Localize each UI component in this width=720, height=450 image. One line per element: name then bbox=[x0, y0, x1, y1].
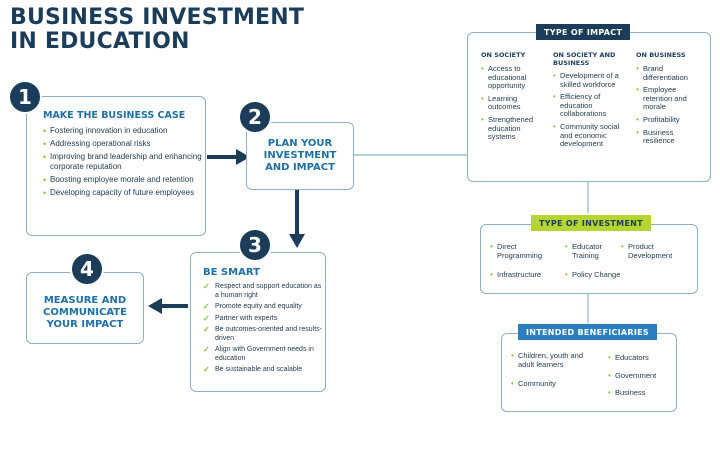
arrow-1-to-2-head bbox=[236, 149, 250, 165]
list-item: •Business resilience bbox=[636, 127, 675, 146]
list-item: •Profitability bbox=[636, 114, 680, 124]
list-item: •Direct Programming bbox=[490, 242, 543, 260]
step-1-box: MAKE THE BUSINESS CASE •Fostering innova… bbox=[26, 96, 206, 236]
step-2-number: 2 bbox=[238, 100, 272, 134]
list-item: ✓Align with Government needs in educatio… bbox=[203, 345, 314, 362]
step-1-number: 1 bbox=[8, 80, 42, 114]
impact-col-2-list: •Development of a skilled workforce •Eff… bbox=[553, 71, 623, 153]
list-item: •Community bbox=[511, 379, 556, 389]
list-item: •Development of a skilled workforce bbox=[553, 71, 619, 89]
step-4-heading: MEASURE AND COMMUNICATE YOUR IMPACT bbox=[43, 295, 127, 330]
investment-list-a: •Direct Programming bbox=[490, 242, 558, 264]
title-line-2: IN EDUCATION bbox=[10, 29, 190, 54]
step-2-heading: PLAN YOUR INVESTMENT AND IMPACT bbox=[263, 138, 337, 173]
type-of-investment-panel bbox=[480, 224, 698, 294]
list-item: •Policy Change bbox=[565, 270, 621, 279]
step-4-number: 4 bbox=[70, 252, 104, 286]
list-item: •Access to educational opportunity bbox=[481, 64, 527, 91]
step-1-list: •Fostering innovation in education •Addr… bbox=[43, 126, 203, 201]
list-item: •Educator Training bbox=[565, 242, 603, 260]
beneficiaries-list-right: •Educators •Government •Business bbox=[608, 353, 672, 402]
type-of-impact-label: TYPE OF IMPACT bbox=[536, 24, 631, 40]
list-item: ✓Promote equity and equality bbox=[203, 302, 302, 311]
list-item: •Learning outcomes bbox=[481, 93, 521, 112]
step-2-box: PLAN YOUR INVESTMENT AND IMPACT bbox=[246, 122, 354, 190]
list-item: •Government bbox=[608, 370, 657, 380]
list-item: •Developing capacity of future employees bbox=[43, 188, 195, 198]
impact-col-2-heading: ON SOCIETY AND BUSINESS bbox=[553, 51, 616, 67]
step-3-list: ✓Respect and support education as a huma… bbox=[203, 282, 323, 378]
list-item: ✓Partner with experts bbox=[203, 313, 278, 323]
list-item: •Community social and economic developme… bbox=[553, 121, 620, 149]
list-item: •Educators bbox=[608, 353, 649, 362]
investment-list-c: •Product Development bbox=[621, 242, 693, 264]
list-item: •Employee retention and morale bbox=[636, 85, 687, 112]
list-item: •Brand differentiation bbox=[636, 64, 688, 82]
step-3-box: BE SMART ✓Respect and support education … bbox=[190, 252, 326, 392]
list-item: •Infrastructure bbox=[490, 270, 542, 279]
impact-col-3-heading: ON BUSINESS bbox=[636, 51, 686, 59]
list-item: •Product Development bbox=[621, 242, 673, 260]
type-of-investment-label: TYPE OF INVESTMENT bbox=[531, 215, 651, 231]
investment-list-d: •Infrastructure bbox=[490, 270, 564, 284]
intended-beneficiaries-panel bbox=[501, 333, 677, 412]
list-item: •Addressing operational risks bbox=[43, 139, 151, 149]
list-item: •Efficiency of education collaborations bbox=[553, 92, 607, 119]
step-3-number: 3 bbox=[238, 228, 272, 262]
impact-col-1-heading: ON SOCIETY bbox=[481, 51, 526, 59]
impact-col-1-list: •Access to educational opportunity •Lear… bbox=[481, 64, 549, 146]
page-title: BUSINESS INVESTMENT IN EDUCATION bbox=[10, 6, 310, 54]
list-item: •Fostering innovation in education bbox=[43, 126, 168, 136]
arrow-2-to-3-head bbox=[289, 234, 305, 248]
step-1-heading: MAKE THE BUSINESS CASE bbox=[43, 110, 186, 121]
list-item: ✓Be sustainable and scalable bbox=[203, 365, 303, 374]
arrow-3-to-4-head bbox=[148, 298, 162, 314]
impact-col-3-list: •Brand differentiation •Employee retenti… bbox=[636, 64, 706, 150]
list-item: •Boosting employee morale and retention bbox=[43, 175, 194, 185]
beneficiaries-list-left: •Children, youth and adult learners •Com… bbox=[511, 351, 587, 393]
list-item: •Strengthened education systems bbox=[481, 114, 534, 142]
list-item: •Business bbox=[608, 388, 646, 398]
list-item: ✓Respect and support education as a huma… bbox=[203, 282, 322, 299]
list-item: ✓Be outcomes-oriented and results-driven bbox=[203, 325, 322, 342]
list-item: •Improving brand leadership and enhancin… bbox=[43, 152, 202, 171]
step-3-heading: BE SMART bbox=[203, 267, 260, 278]
title-line-1: BUSINESS INVESTMENT bbox=[10, 5, 305, 30]
list-item: •Children, youth and adult learners bbox=[511, 351, 584, 369]
intended-beneficiaries-label: INTENDED BENEFICIARIES bbox=[518, 324, 657, 340]
investment-list-b: •Educator Training bbox=[565, 242, 623, 264]
investment-list-e: •Policy Change bbox=[565, 270, 635, 284]
